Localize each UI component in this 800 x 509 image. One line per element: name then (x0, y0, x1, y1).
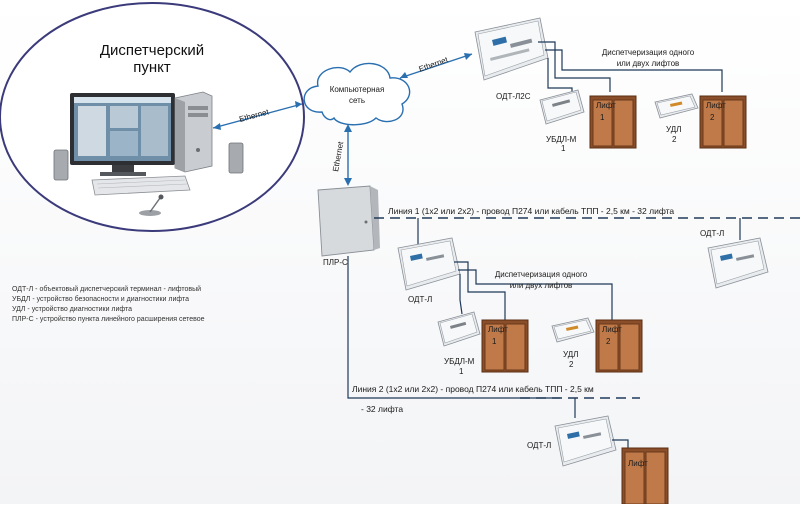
lift-label-2-top: Лифт (706, 101, 726, 110)
wire-odt-l-mid-lift2 (458, 269, 613, 320)
legend-item-odt-l: ОДТ-Л - объектовый диспетчерский термина… (12, 285, 201, 293)
line-2-caption-b: - 32 лифта (361, 404, 403, 414)
lift-door-2-top (699, 95, 747, 149)
odt-l-device-bottom (554, 415, 617, 467)
line-1-caption: Линия 1 (1х2 или 2х2) - провод П274 или … (388, 206, 674, 216)
microphone-icon (139, 194, 164, 216)
odt-l-device-mid (397, 237, 461, 291)
lift-label-1-top: Лифт (596, 101, 616, 110)
computer-case-icon (174, 91, 213, 173)
ethernet-label-odt-l2s: Ethernet (418, 55, 450, 74)
udl-label-mid: УДЛ (563, 350, 578, 359)
ubdl-m-num-top: 1 (561, 144, 566, 153)
lift-num-1-top: 1 (600, 113, 605, 122)
lift-door-bottom (621, 447, 669, 505)
lift-door-1-top (589, 95, 637, 149)
ubdl-m-label-top: УБДЛ-М (546, 135, 577, 144)
ubdl-m-num-mid: 1 (459, 367, 464, 376)
udl-device-mid (551, 317, 595, 343)
wire-odt-l2s-lift1 (538, 41, 611, 92)
wire-odt-l2s-ubdl (547, 58, 573, 96)
odt-l-device-right (707, 237, 769, 289)
lift-num-1-mid: 1 (492, 337, 497, 346)
cloud-label-line1: Компьютерная (330, 85, 385, 94)
lift-door-1-mid (481, 319, 529, 373)
lift-label-bottom: Лифт (628, 459, 648, 468)
line-2-caption-a: Линия 2 (1х2 или 2х2) - провод П274 или … (352, 384, 594, 394)
legend-item-ubdl: УБДЛ - устройство безопасности и диагнос… (12, 295, 189, 303)
ethernet-link-dispatch (212, 103, 303, 129)
udl-num-top: 2 (672, 135, 677, 144)
udl-num-mid: 2 (569, 360, 574, 369)
legend-item-plr-s: ПЛР-С - устройство пункта линейного расш… (12, 315, 205, 323)
ethernet-link-odt-l2s (399, 53, 473, 79)
lift-label-2-mid: Лифт (602, 325, 622, 334)
odt-l-label-bottom: ОДТ-Л (527, 441, 551, 450)
dispatch-caption-top-line1: Диспетчеризация одного (602, 48, 695, 57)
speaker-right-icon (228, 142, 244, 174)
line-2-wire (347, 256, 560, 399)
odt-l2s-device (474, 17, 549, 81)
dispatch-caption-mid-line1: Диспетчеризация одного (495, 270, 588, 279)
lift-door-2-mid (595, 319, 643, 373)
wire-odt-l-mid-ubdl (459, 274, 463, 315)
dispatch-caption-top-line2: или двух лифтов (617, 59, 680, 68)
cloud-label-line2: сеть (349, 96, 365, 105)
monitor-icon (70, 93, 175, 176)
speaker-left-icon (53, 149, 69, 181)
wire-odt-l-bottom-lift (612, 439, 629, 448)
ubdl-m-device-mid (437, 311, 481, 347)
lift-num-2-top: 2 (710, 113, 715, 122)
legend-item-udl: УДЛ - устройство диагностики лифта (12, 305, 132, 313)
plr-s-device (317, 185, 380, 257)
ubdl-m-device-top (539, 89, 585, 125)
dispatch-center-title-line2: пункт (133, 59, 171, 76)
keyboard-icon (91, 175, 191, 196)
ethernet-label-plr-s: Ethernet (331, 140, 345, 172)
udl-device-top (654, 93, 699, 119)
dispatch-center-title-line1: Диспетчерский (100, 42, 204, 59)
wire-odt-l2s-lift2 (545, 49, 723, 92)
plr-s-label: ПЛР-С (323, 258, 348, 267)
wire-odt-l-mid-lift1 (454, 261, 506, 320)
computer-network-cloud (303, 62, 411, 126)
odt-l2s-label: ОДТ-Л2С (496, 92, 531, 101)
udl-label-top: УДЛ (666, 125, 681, 134)
lift-label-1-mid: Лифт (488, 325, 508, 334)
dispatch-caption-mid-line2: или двух лифтов (510, 281, 573, 290)
lift-num-2-mid: 2 (606, 337, 611, 346)
ubdl-m-label-mid: УБДЛ-М (444, 357, 475, 366)
odt-l-label-right: ОДТ-Л (700, 229, 724, 238)
odt-l-label-mid: ОДТ-Л (408, 295, 432, 304)
